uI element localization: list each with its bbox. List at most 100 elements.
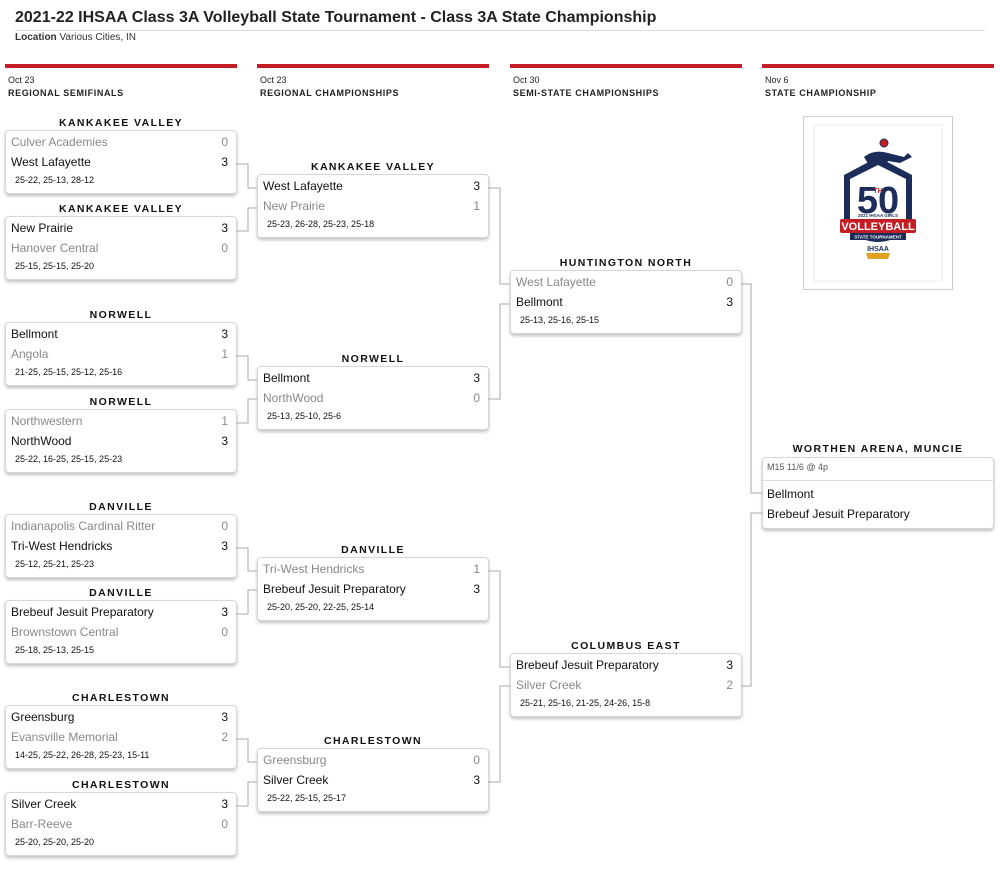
team-row[interactable]: New Prairie 3 (11, 218, 228, 238)
venue-label: KANKAKEE VALLEY (58, 203, 184, 215)
team-name[interactable]: Tri-West Hendricks (11, 539, 113, 553)
team-row[interactable]: Greensburg 3 (11, 707, 228, 727)
set-scores: 25-22, 25-15, 25-17 (267, 793, 347, 803)
venue-label: KANKAKEE VALLEY (58, 117, 184, 129)
team-name[interactable]: Silver Creek (11, 797, 77, 811)
team-name[interactable]: Brebeuf Jesuit Preparatory (767, 507, 910, 521)
bracket-connector (236, 207, 257, 232)
team-name[interactable]: Indianapolis Cardinal Ritter (11, 519, 156, 533)
team-name[interactable]: Tri-West Hendricks (263, 562, 365, 576)
team-score: 3 (221, 797, 228, 811)
team-score: 3 (221, 710, 228, 724)
round-header-bar (5, 64, 237, 68)
venue-label: CHARLESTOWN (323, 735, 423, 747)
team-name[interactable]: New Prairie (11, 221, 74, 235)
team-score: 3 (221, 155, 228, 169)
team-name[interactable]: Greensburg (263, 753, 327, 767)
team-score: 0 (221, 241, 228, 255)
team-name[interactable]: Bellmont (767, 487, 814, 501)
team-name[interactable]: Silver Creek (516, 678, 582, 692)
team-score: 3 (221, 327, 228, 341)
championship-match-card[interactable]: M15 11/6 @ 4p Bellmont Brebeuf Jesuit Pr… (762, 457, 994, 529)
team-name[interactable]: Brownstown Central (11, 625, 119, 639)
team-name[interactable]: Hanover Central (11, 241, 99, 255)
match-divider (763, 480, 993, 481)
team-name[interactable]: West Lafayette (11, 155, 91, 169)
team-score: 3 (221, 221, 228, 235)
team-name[interactable]: Barr-Reeve (11, 817, 73, 831)
team-name[interactable]: Angola (11, 347, 49, 361)
team-name[interactable]: Culver Academies (11, 135, 108, 149)
logo-small-text: TH (873, 188, 882, 195)
team-score: 0 (726, 275, 733, 289)
team-name[interactable]: Bellmont (263, 371, 310, 385)
team-name[interactable]: Evansville Memorial (11, 730, 118, 744)
venue-label: DANVILLE (341, 544, 405, 556)
team-name[interactable]: New Prairie (263, 199, 326, 213)
team-name[interactable]: Bellmont (11, 327, 58, 341)
team-name[interactable]: West Lafayette (263, 179, 343, 193)
venue-label: WORTHEN ARENA, MUNCIE (792, 443, 964, 455)
bracket-connector (488, 303, 510, 400)
team-name[interactable]: Brebeuf Jesuit Preparatory (263, 582, 406, 596)
team-name[interactable]: West Lafayette (516, 275, 596, 289)
team-name[interactable]: Silver Creek (263, 773, 329, 787)
team-row[interactable]: West Lafayette 0 (516, 272, 733, 292)
team-name[interactable]: NorthWood (263, 391, 324, 405)
bracket-connector (488, 685, 510, 783)
team-name[interactable]: Brebeuf Jesuit Preparatory (516, 658, 659, 672)
team-row[interactable]: Bellmont 3 (11, 324, 228, 344)
round-date: Oct 30 (513, 75, 540, 85)
volleyball-logo-icon: 50 TH 2021 IHSAA GIRLS VOLLEYBALL STATE … (813, 124, 943, 282)
team-row[interactable]: Silver Creek 3 (11, 794, 228, 814)
team-name[interactable]: Brebeuf Jesuit Preparatory (11, 605, 154, 619)
bracket-connector (236, 355, 257, 381)
round-date: Oct 23 (260, 75, 287, 85)
set-scores: 25-18, 25-13, 25-15 (15, 645, 95, 655)
round-header-bar (257, 64, 489, 68)
venue-label: NORWELL (89, 309, 153, 321)
team-name[interactable]: Northwestern (11, 414, 83, 428)
team-name[interactable]: Bellmont (516, 295, 563, 309)
team-name[interactable]: Greensburg (11, 710, 75, 724)
team-row[interactable]: Hanover Central 0 (11, 238, 228, 258)
team-row[interactable]: West Lafayette 3 (11, 152, 228, 172)
set-scores: 25-23, 26-28, 25-23, 25-18 (267, 219, 375, 229)
team-name[interactable]: NorthWood (11, 434, 72, 448)
